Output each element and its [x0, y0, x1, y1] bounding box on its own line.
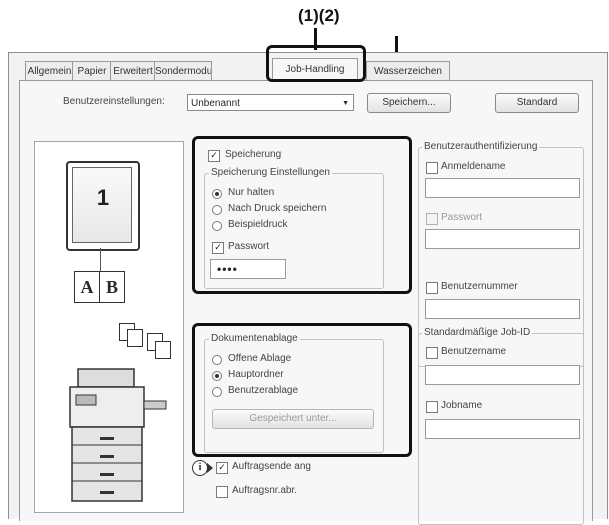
storage-checkbox[interactable]: ✓	[208, 150, 220, 162]
user-auth-title: Benutzerauthentifizierung	[422, 141, 540, 152]
job-id-title: Standardmäßige Job-ID	[422, 327, 533, 338]
user-number-label: Benutzernummer	[441, 281, 518, 292]
callout-label-top: (1)(2)	[298, 6, 340, 25]
print-job-end-checkbox[interactable]: ✓	[216, 462, 228, 474]
stacked-documents-icon	[115, 321, 175, 363]
auth-password-label: Passwort	[441, 212, 483, 223]
job-number-label: Auftragsnr.abr.	[232, 485, 298, 496]
callout-line-left	[314, 28, 317, 50]
page-number: 1	[96, 185, 110, 210]
radio-hauptordner[interactable]	[212, 371, 222, 381]
storage-settings-title: Speicherung Einstellungen	[209, 167, 332, 178]
page-preview: 1	[66, 161, 140, 251]
radio-nur-halten-label: Nur halten	[228, 187, 275, 198]
user-settings-select[interactable]: Unbenannt ▼	[187, 94, 354, 111]
tab-papier[interactable]: Papier	[72, 61, 112, 81]
radio-nur-halten[interactable]	[212, 189, 222, 199]
login-name-label: Anmeldename	[441, 161, 506, 172]
tab-wasserzeichen[interactable]: Wasserzeichen	[366, 61, 450, 81]
radio-offene-ablage[interactable]	[212, 355, 222, 365]
user-number-checkbox[interactable]	[426, 282, 438, 294]
radio-beispieldruck-label: Beispieldruck	[228, 219, 288, 230]
standard-button[interactable]: Standard	[495, 93, 579, 113]
login-name-input[interactable]	[425, 178, 580, 198]
user-number-input[interactable]	[425, 299, 580, 319]
document-filing-title: Dokumentenablage	[209, 333, 300, 344]
tab-sondermodus[interactable]: Sondermodu	[154, 61, 212, 81]
radio-nach-druck-speichern-label: Nach Druck speichern	[228, 203, 327, 214]
book-page-b: B	[99, 271, 125, 303]
print-job-end-label: Auftragsende ang	[232, 461, 311, 472]
auth-password-checkbox[interactable]	[426, 213, 438, 225]
username-checkbox[interactable]	[426, 347, 438, 359]
save-as-button[interactable]: Gespeichert unter...	[212, 409, 374, 429]
printer-icon	[60, 361, 170, 506]
save-button[interactable]: Speichern...	[367, 93, 451, 113]
user-settings-label: Benutzereinstellungen:	[63, 96, 165, 107]
jobname-label: Jobname	[441, 400, 483, 411]
user-settings-value: Unbenannt	[191, 98, 240, 109]
info-icon: i	[192, 460, 208, 476]
tab-job-handling[interactable]: Job-Handling	[272, 58, 358, 82]
username-input[interactable]	[425, 365, 580, 385]
radio-benutzerablage-label: Benutzerablage	[228, 385, 299, 396]
login-name-checkbox[interactable]	[426, 162, 438, 174]
username-label: Benutzername	[441, 346, 507, 357]
storage-highlight-frame	[192, 136, 412, 294]
password-value: ••••	[217, 262, 238, 276]
printer-properties-window: Allgemein Papier Erweitert Sondermodu Jo…	[8, 52, 608, 525]
book-page-a: A	[74, 271, 100, 303]
tab-allgemein[interactable]: Allgemein	[25, 61, 74, 81]
preview-connector	[100, 248, 101, 272]
info-arrow-icon	[207, 463, 213, 473]
filing-highlight-frame	[192, 323, 412, 457]
jobname-checkbox[interactable]	[426, 401, 438, 413]
radio-hauptordner-label: Hauptordner	[228, 369, 284, 380]
auth-password-input[interactable]	[425, 229, 580, 249]
password-label: Passwort	[228, 241, 270, 252]
book-icon: A B	[74, 271, 126, 303]
job-number-checkbox[interactable]	[216, 486, 228, 498]
page-inner-frame	[72, 167, 132, 243]
job-handling-panel: Benutzereinstellungen: Unbenannt ▼ Speic…	[19, 80, 593, 525]
storage-label: Speicherung	[225, 149, 282, 160]
radio-beispieldruck[interactable]	[212, 221, 222, 231]
radio-offene-ablage-label: Offene Ablage	[228, 353, 292, 364]
tab-highlight-frame	[266, 45, 366, 82]
chevron-down-icon: ▼	[342, 100, 349, 107]
radio-nach-druck-speichern[interactable]	[212, 205, 222, 215]
radio-benutzerablage[interactable]	[212, 387, 222, 397]
tab-erweitert[interactable]: Erweitert	[110, 61, 156, 81]
jobname-input[interactable]	[425, 419, 580, 439]
password-checkbox[interactable]: ✓	[212, 242, 224, 254]
password-input[interactable]: ••••	[210, 259, 286, 279]
